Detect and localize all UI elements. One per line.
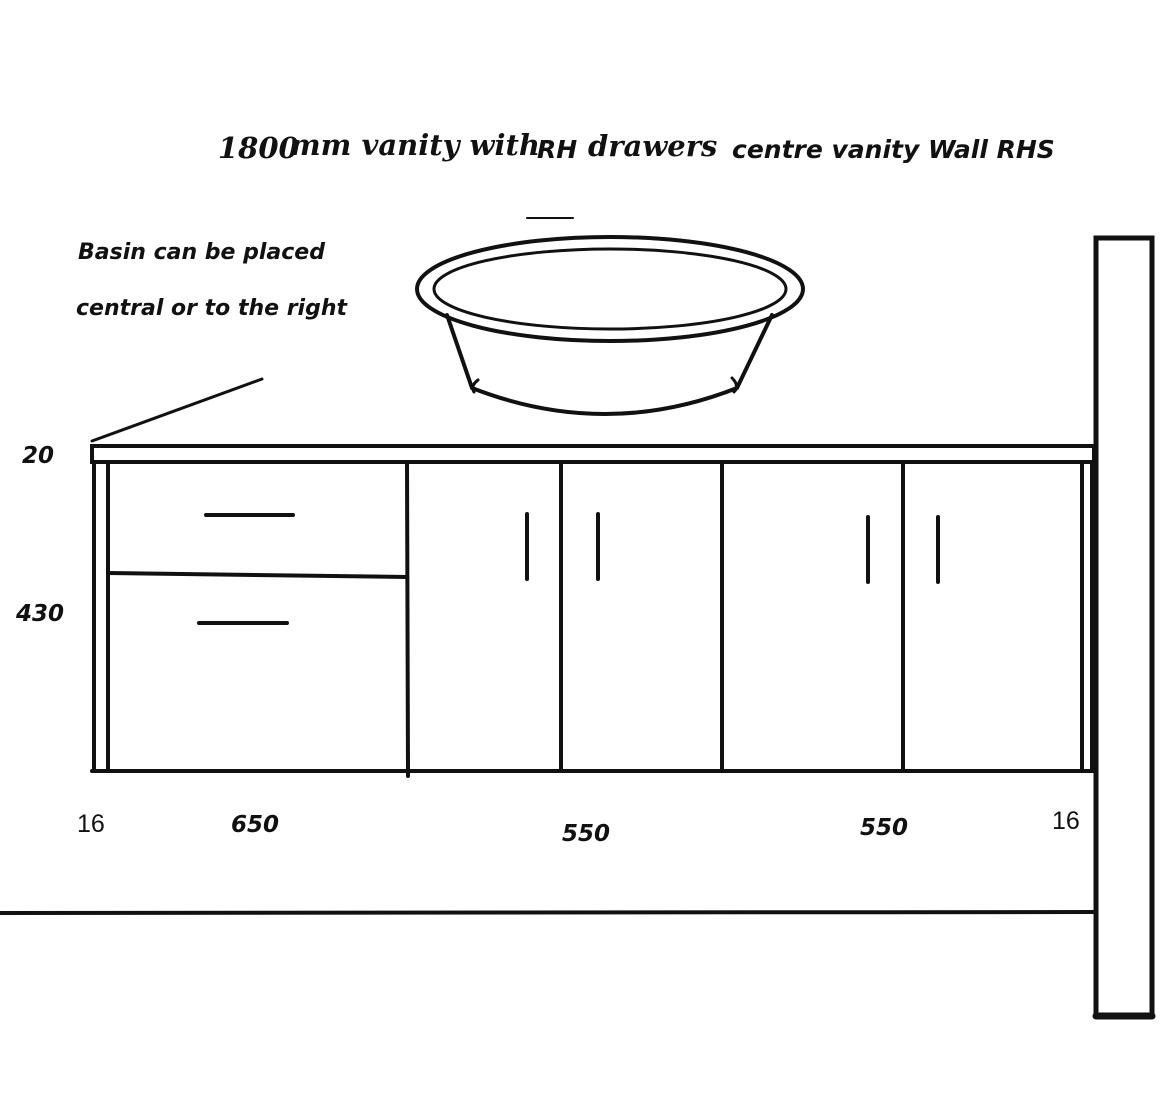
title-rh: RH (537, 135, 578, 164)
cabinet (90, 460, 1096, 778)
benchtop-thickness-label: 20 (22, 443, 55, 469)
right-panel-width-label: 16 (1052, 807, 1080, 835)
handles (197, 512, 940, 625)
cabinet-height-label: 430 (16, 601, 65, 627)
basin-note-line-1: Basin can be placed (78, 240, 325, 265)
drawer-section-width-label: 650 (231, 812, 280, 838)
benchtop (90, 444, 1096, 464)
floor-line (0, 910, 1098, 915)
title-drawers: drawers (588, 129, 718, 163)
left-panel-width-label: 16 (77, 810, 105, 838)
drawer-section-divider (405, 460, 410, 778)
title-vanity-with: mm vanity with (290, 128, 541, 162)
note-leader-line (90, 377, 264, 443)
wall (1093, 235, 1155, 1019)
basin-foot-right (730, 376, 739, 394)
basin-inner-rim (432, 247, 788, 331)
basin-note-line-2: central or to the right (76, 296, 348, 321)
basin-outer-rim (415, 235, 805, 343)
drawer-separator (106, 571, 409, 579)
middle-section-width-label: 550 (562, 821, 611, 847)
title-centre-vanity: centre vanity (732, 135, 920, 164)
right-section-width-label: 550 (860, 815, 909, 841)
title-length: 1800 (218, 131, 299, 165)
title-wall-rhs: Wall RHS (928, 135, 1055, 164)
basin (415, 217, 805, 416)
basin-bowl (445, 313, 774, 416)
basin-foot-left (471, 378, 480, 394)
